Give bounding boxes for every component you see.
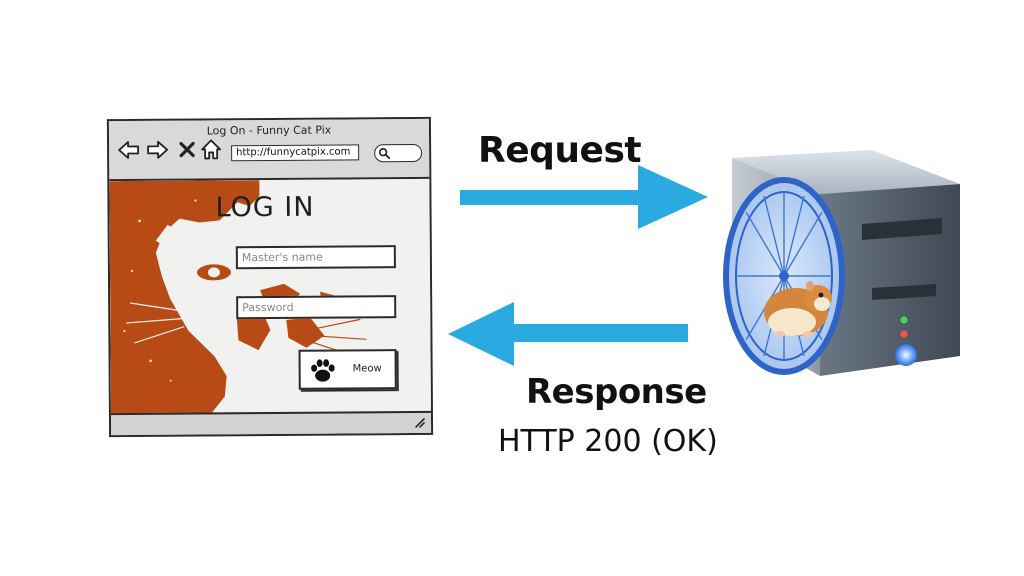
browser-statusbar xyxy=(110,410,432,436)
paw-icon xyxy=(311,359,335,382)
browser-window-mockup: Log On - Funny Cat Pix http://funnycatpi… xyxy=(106,116,434,438)
response-arrow xyxy=(448,302,688,366)
hamster-wheel-icon xyxy=(723,177,845,375)
server-icon xyxy=(722,150,962,380)
address-bar[interactable]: http://funnycatpix.com xyxy=(231,144,360,162)
meow-submit-button[interactable]: Meow xyxy=(298,349,397,390)
search-field[interactable] xyxy=(374,143,423,163)
login-page-content: LOG IN Master's name Password Meow xyxy=(109,178,431,418)
response-status-code: HTTP 200 (OK) xyxy=(498,424,718,459)
search-icon xyxy=(378,148,391,160)
response-label: Response xyxy=(526,372,707,412)
hamster-image xyxy=(764,281,832,337)
window-title: Log On - Funny Cat Pix xyxy=(206,123,332,138)
forward-arrow-icon[interactable] xyxy=(145,138,169,162)
login-heading: LOG IN xyxy=(215,191,315,224)
username-field[interactable]: Master's name xyxy=(235,245,396,270)
back-arrow-icon[interactable] xyxy=(117,138,141,162)
home-icon[interactable] xyxy=(199,137,223,161)
stop-x-icon[interactable] xyxy=(175,137,199,161)
browser-titlebar: Log On - Funny Cat Pix http://funnycatpi… xyxy=(108,118,430,182)
password-field[interactable]: Password xyxy=(236,295,397,320)
resize-grip-icon[interactable] xyxy=(413,416,425,428)
request-label: Request xyxy=(478,130,642,171)
request-arrow xyxy=(460,165,708,229)
meow-button-label: Meow xyxy=(352,363,382,375)
